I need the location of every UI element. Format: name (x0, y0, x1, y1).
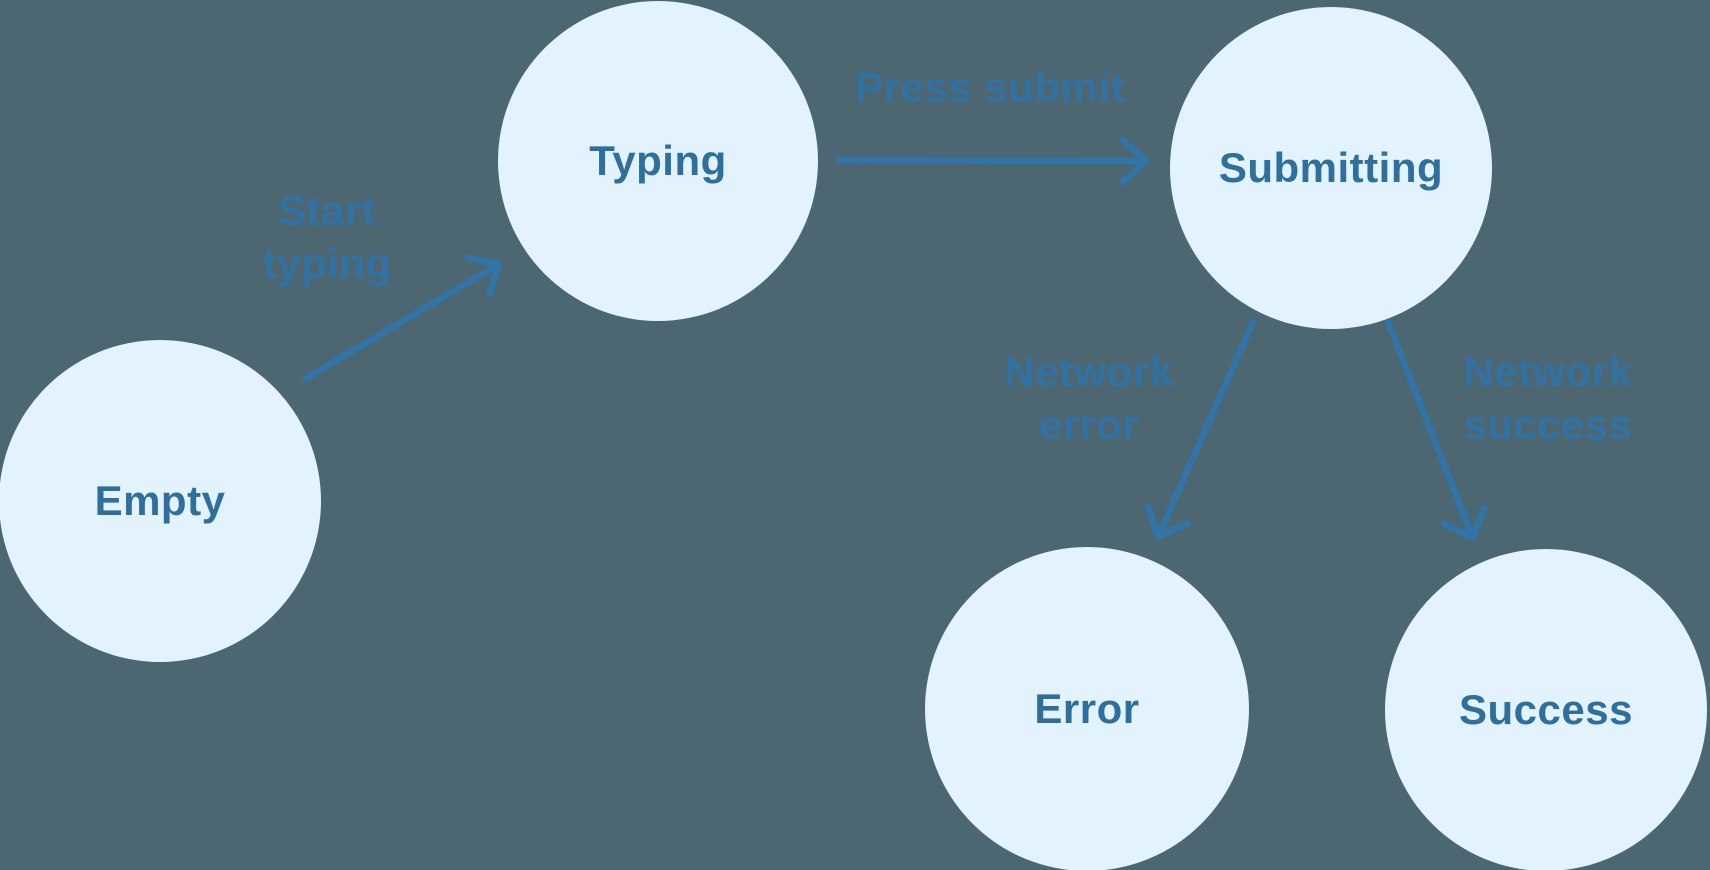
state-node-success: Success (1385, 549, 1707, 870)
state-node-error: Error (925, 547, 1249, 870)
transition-label-start-typing: Start typing (263, 184, 392, 290)
transition-label-line: typing (262, 240, 392, 287)
transition-label-line: Press submit (855, 63, 1125, 111)
state-node-typing: Typing (498, 1, 818, 321)
state-label-submitting: Submitting (1218, 144, 1444, 191)
transition-arrow-press-submit (834, 136, 1150, 186)
transition-label-line: success (1463, 401, 1633, 448)
state-label-success: Success (1459, 686, 1633, 733)
state-label-empty: Empty (94, 477, 226, 524)
transition-label-line: Network (1463, 348, 1633, 395)
state-node-empty: Empty (0, 340, 321, 662)
transition-label-line: Start (277, 187, 377, 234)
state-label-error: Error (1034, 685, 1140, 732)
transition-label-line: Network (1004, 348, 1174, 395)
transition-label-network-success: Network success (1463, 345, 1632, 451)
transition-label-network-error: Network error (1004, 345, 1173, 451)
transition-label-press-submit: Press submit (855, 61, 1125, 114)
transition-label-line: error (1038, 401, 1140, 448)
state-node-submitting: Submitting (1170, 7, 1492, 329)
state-label-typing: Typing (589, 137, 727, 184)
